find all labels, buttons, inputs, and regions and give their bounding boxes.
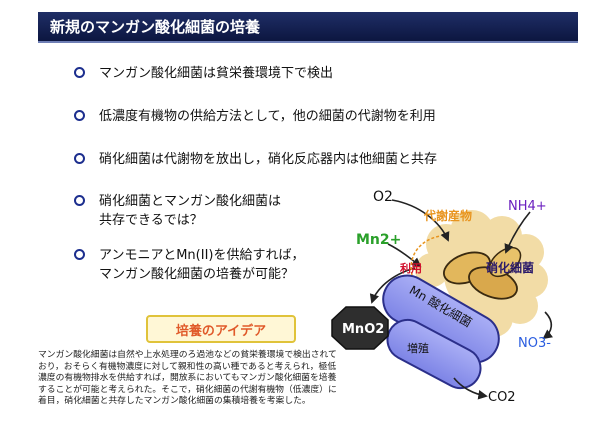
description-line: することが可能と考えられた。そこで，硝化細菌の代謝有機物（低濃度）に bbox=[38, 384, 337, 395]
bullet-ring-icon bbox=[74, 195, 85, 206]
utilize-label: 利用 bbox=[400, 261, 422, 275]
flow-arrows bbox=[369, 199, 554, 400]
bullet-ring-icon bbox=[74, 153, 85, 164]
no3-label: NO3- bbox=[518, 336, 551, 351]
growth-label: 増殖 bbox=[407, 342, 429, 355]
o2-label: O2 bbox=[373, 189, 393, 205]
bullet-text: マンガン酸化細菌の培養が可能？ bbox=[99, 267, 295, 282]
metabolite-flow-arrow bbox=[410, 235, 441, 276]
bullet-ring-icon bbox=[74, 249, 85, 260]
description-text: マンガン酸化細菌は自然や上水処理のろ過池などの貧栄養環境で検出されて おり，おそ… bbox=[38, 350, 368, 408]
bullet-text: 共存できるでは？ bbox=[99, 213, 203, 228]
bullet-ring-icon bbox=[74, 67, 85, 78]
metabolite-label: 代謝産物 bbox=[423, 208, 472, 223]
idea-label: 培養のアイデア bbox=[175, 323, 267, 339]
bullet-item: 低濃度有機物の供給方法として，他の細菌の代謝物を利用 bbox=[74, 107, 436, 126]
bullet-item: 硝化細菌とマンガン酸化細菌は 共存できるでは？ bbox=[74, 192, 281, 230]
title-bar: 新規のマンガン酸化細菌の培養 bbox=[38, 12, 578, 43]
mn2-label: Mn2+ bbox=[356, 232, 401, 248]
bullet-text: 低濃度有機物の供給方法として，他の細菌の代謝物を利用 bbox=[99, 109, 436, 124]
co2-label: CO2 bbox=[488, 390, 516, 405]
bullet-item: アンモニアとMn(II)を供給すれば， マンガン酸化細菌の培養が可能？ bbox=[74, 246, 305, 284]
nitrifier-label: 硝化細菌 bbox=[486, 260, 534, 275]
bullet-ring-icon bbox=[74, 110, 85, 121]
bullet-item: マンガン酸化細菌は貧栄養環境下で検出 bbox=[74, 64, 333, 83]
bullet-item: 硝化細菌は代謝物を放出し，硝化反応器内は他細菌と共存 bbox=[74, 150, 437, 169]
mno2-particle bbox=[331, 306, 389, 350]
nitrifier-cells bbox=[443, 246, 522, 300]
bullet-text: アンモニアとMn(II)を供給すれば， bbox=[99, 248, 305, 263]
idea-label-box: 培養のアイデア bbox=[146, 315, 296, 343]
page-title: 新規のマンガン酸化細菌の培養 bbox=[50, 18, 261, 36]
description-line: おり，おそらく有機物濃度に対して親和性の高い種であると考えられ，極低 bbox=[38, 361, 337, 372]
description-line: 濃度の有機物排水を供給すれば，開放系においてもマンガン酸化細菌を培養 bbox=[38, 373, 337, 384]
mno2-label: MnO2 bbox=[342, 322, 384, 337]
mn-bacteria-cells bbox=[382, 274, 500, 390]
description-line: マンガン酸化細菌は自然や上水処理のろ過池などの貧栄養環境で検出されて bbox=[38, 350, 337, 360]
description-line: 着目，硝化細菌と共存したマンガン酸化細菌の集積培養を考案した。 bbox=[38, 396, 311, 407]
bullet-text: 硝化細菌は代謝物を放出し，硝化反応器内は他細菌と共存 bbox=[99, 152, 438, 167]
bullet-text: マンガン酸化細菌は貧栄養環境下で検出 bbox=[99, 66, 334, 81]
nh4-label: NH4+ bbox=[508, 199, 547, 214]
bullet-text: 硝化細菌とマンガン酸化細菌は bbox=[99, 194, 282, 209]
